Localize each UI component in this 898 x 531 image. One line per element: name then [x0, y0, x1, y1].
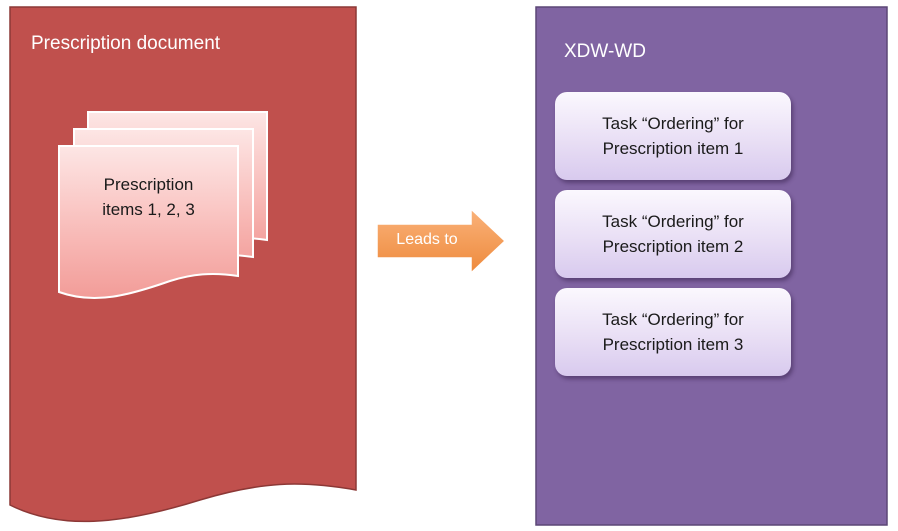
- leads-to-label: Leads to: [396, 231, 458, 248]
- task-1-line2: Prescription item 1: [602, 139, 744, 158]
- task-box-3: Task “Ordering” for Prescription item 3: [555, 288, 791, 376]
- prescription-items-line1: Prescription: [103, 175, 194, 194]
- task-3-line1: Task “Ordering” for: [602, 310, 744, 329]
- task-3-text: Task “Ordering” for Prescription item 3: [602, 307, 744, 357]
- task-box-1: Task “Ordering” for Prescription item 1: [555, 92, 791, 180]
- prescription-items-line2: items 1, 2, 3: [102, 200, 195, 219]
- task-2-line2: Prescription item 2: [602, 237, 744, 256]
- task-box-2: Task “Ordering” for Prescription item 2: [555, 190, 791, 278]
- prescription-pages-stack: [58, 111, 268, 299]
- task-1-text: Task “Ordering” for Prescription item 1: [602, 111, 744, 161]
- page-front: [58, 145, 239, 299]
- prescription-items-label: Prescription items 1, 2, 3: [59, 172, 238, 222]
- prescription-document-title: Prescription document: [31, 33, 221, 54]
- task-2-text: Task “Ordering” for Prescription item 2: [602, 209, 744, 259]
- task-2-line1: Task “Ordering” for: [602, 212, 744, 231]
- leads-to-arrow-shape: [376, 207, 507, 275]
- xdw-wd-title: XDW-WD: [564, 41, 646, 62]
- task-1-line1: Task “Ordering” for: [602, 114, 744, 133]
- task-3-line2: Prescription item 3: [602, 335, 744, 354]
